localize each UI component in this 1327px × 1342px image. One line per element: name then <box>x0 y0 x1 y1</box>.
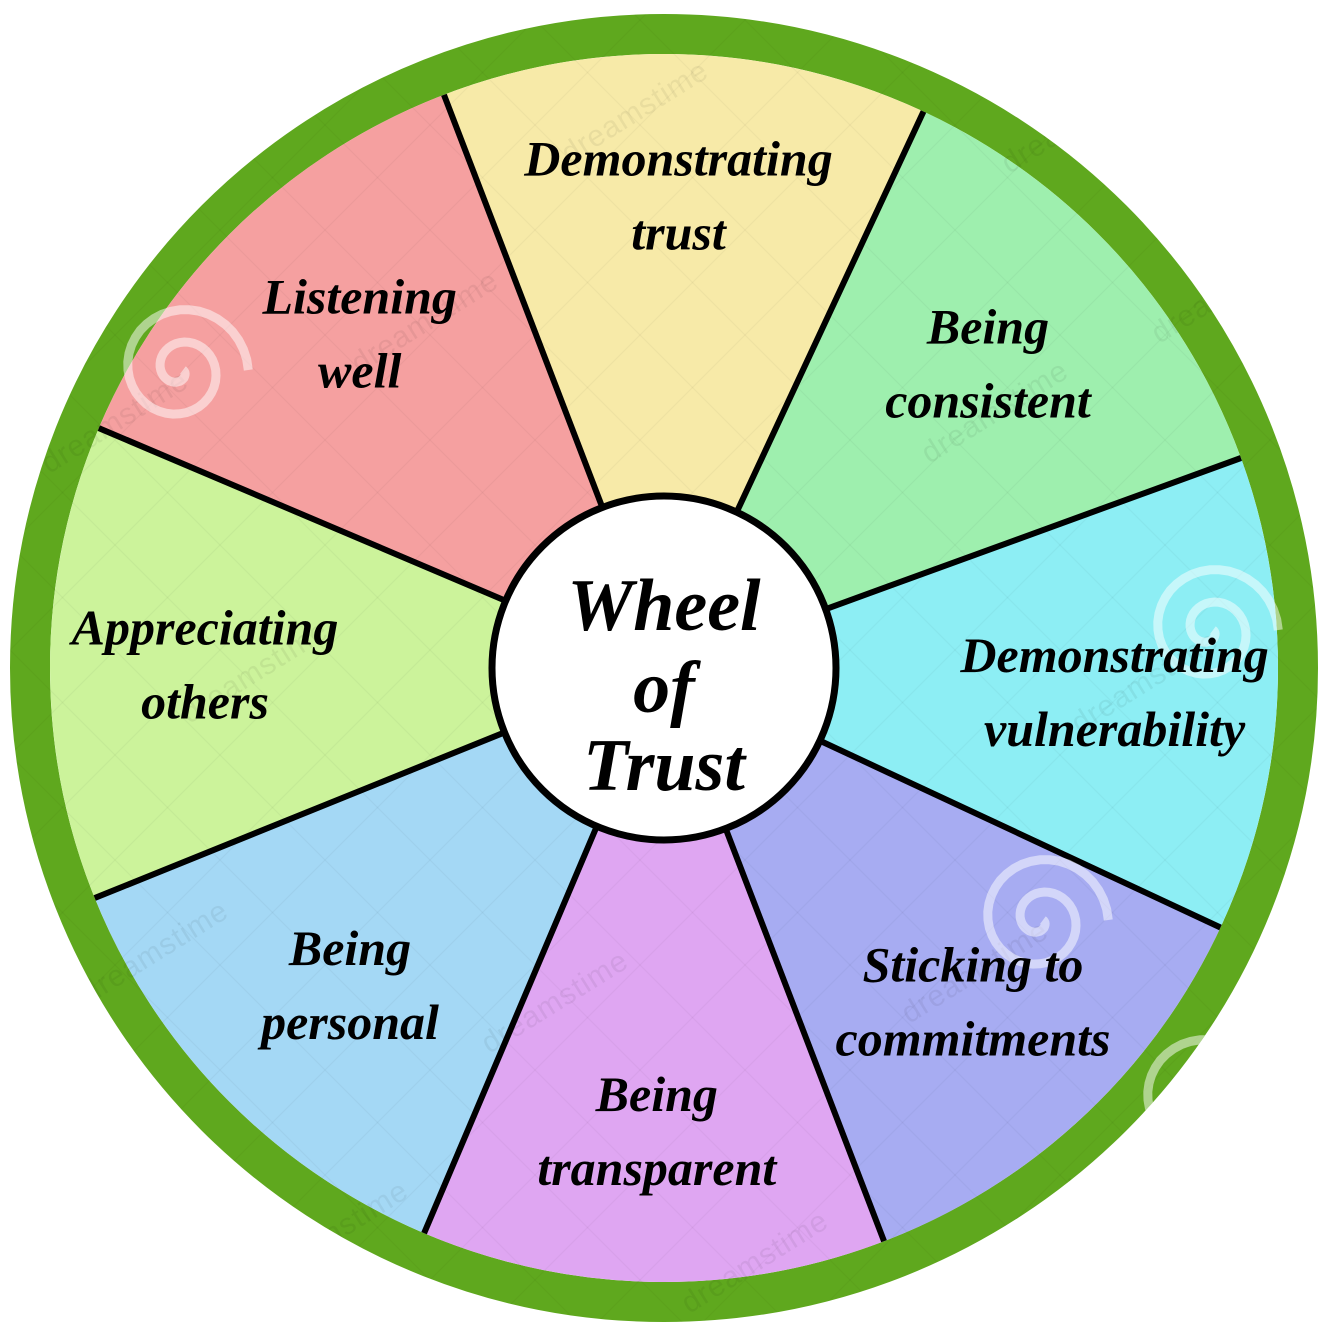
segment-label-line2-being-consistent: consistent <box>885 373 1093 429</box>
wheel-segment-sticking-to-commitments[interactable]: Sticking to commitments <box>664 668 1221 1242</box>
wheel-segment-appreciating-others[interactable]: Appreciating others <box>49 428 665 899</box>
segment-divider <box>814 736 1222 931</box>
segment-label-line2-being-transparent: transparent <box>537 1140 778 1196</box>
segment-label-line2-listening-well: well <box>318 343 401 399</box>
segment-label-listening-well: Listening well <box>261 269 456 399</box>
segment-divider <box>721 823 887 1243</box>
segment-label-line2-appreciating-others: others <box>141 673 269 729</box>
watermark-spiral-icon <box>983 855 1113 969</box>
segment-divider <box>97 425 511 606</box>
segment-label-line1-being-transparent: Being <box>595 1066 718 1122</box>
divider-group <box>93 93 1242 1243</box>
center-hub <box>488 492 840 844</box>
watermark-spiral-icon <box>1143 1035 1273 1149</box>
segment-label-appreciating-others: Appreciating others <box>69 599 339 729</box>
segment-label-being-transparent: Being transparent <box>537 1066 778 1196</box>
wheel-segment-being-consistent[interactable]: Being consistent <box>664 111 1241 668</box>
wheel-segment-demonstrating-vulnerability[interactable]: Demonstrating vulnerability <box>664 458 1278 928</box>
segment-label-sticking-to-commitments: Sticking to commitments <box>836 937 1111 1067</box>
watermark-spiral-icon <box>123 305 253 419</box>
watermark-spiral-icon <box>1233 175 1318 289</box>
wheel-segment-being-transparent[interactable]: Being transparent <box>424 668 885 1283</box>
wheel-segment-listening-well[interactable]: Listening well <box>98 94 664 668</box>
watermark-text: dreamstime <box>116 54 275 170</box>
segment-divider <box>93 728 510 901</box>
segment-label-demonstrating-vulnerability: Demonstrating vulnerability <box>959 627 1268 757</box>
segment-divider <box>441 93 607 513</box>
segment-label-line2-demonstrating-vulnerability: vulnerability <box>984 701 1246 757</box>
segment-label-demonstrating-trust: Demonstrating trust <box>523 130 832 260</box>
segment-label-line1-being-consistent: Being <box>926 299 1049 355</box>
center-title-line3: Trust <box>583 725 747 807</box>
watermark-spiral-icon <box>203 14 333 109</box>
segment-label-line1-demonstrating-vulnerability: Demonstrating <box>959 627 1268 683</box>
segment-label-being-consistent: Being consistent <box>885 299 1093 429</box>
segment-label-being-personal: Being personal <box>257 920 439 1050</box>
wheel-segment-being-personal[interactable]: Being personal <box>94 668 664 1234</box>
segment-label-line2-sticking-to-commitments: commitments <box>836 1011 1111 1067</box>
segment-label-line1-appreciating-others: Appreciating <box>69 599 339 655</box>
segment-divider <box>820 455 1242 614</box>
segment-label-group: DemonstratingtrustBeingconsistentDemonst… <box>69 130 1269 1196</box>
center-title-line2: of <box>633 647 701 729</box>
center-title-line1: Wheel <box>567 565 761 647</box>
outer-ring <box>10 14 1318 1322</box>
segment-divider <box>732 110 927 518</box>
segment-label-line1-listening-well: Listening <box>261 269 456 325</box>
watermark-spiral-icon <box>1153 565 1283 679</box>
wheel-segment-demonstrating-trust[interactable]: Demonstrating trust <box>443 53 924 668</box>
segment-label-line2-demonstrating-trust: trust <box>631 204 728 260</box>
segment-label-line1-being-personal: Being <box>288 920 411 976</box>
segment-label-line1-demonstrating-trust: Demonstrating <box>523 130 832 186</box>
segment-label-line1-sticking-to-commitments: Sticking to <box>863 937 1084 993</box>
segment-label-line2-being-personal: personal <box>257 994 439 1050</box>
segment-divider <box>421 821 602 1235</box>
